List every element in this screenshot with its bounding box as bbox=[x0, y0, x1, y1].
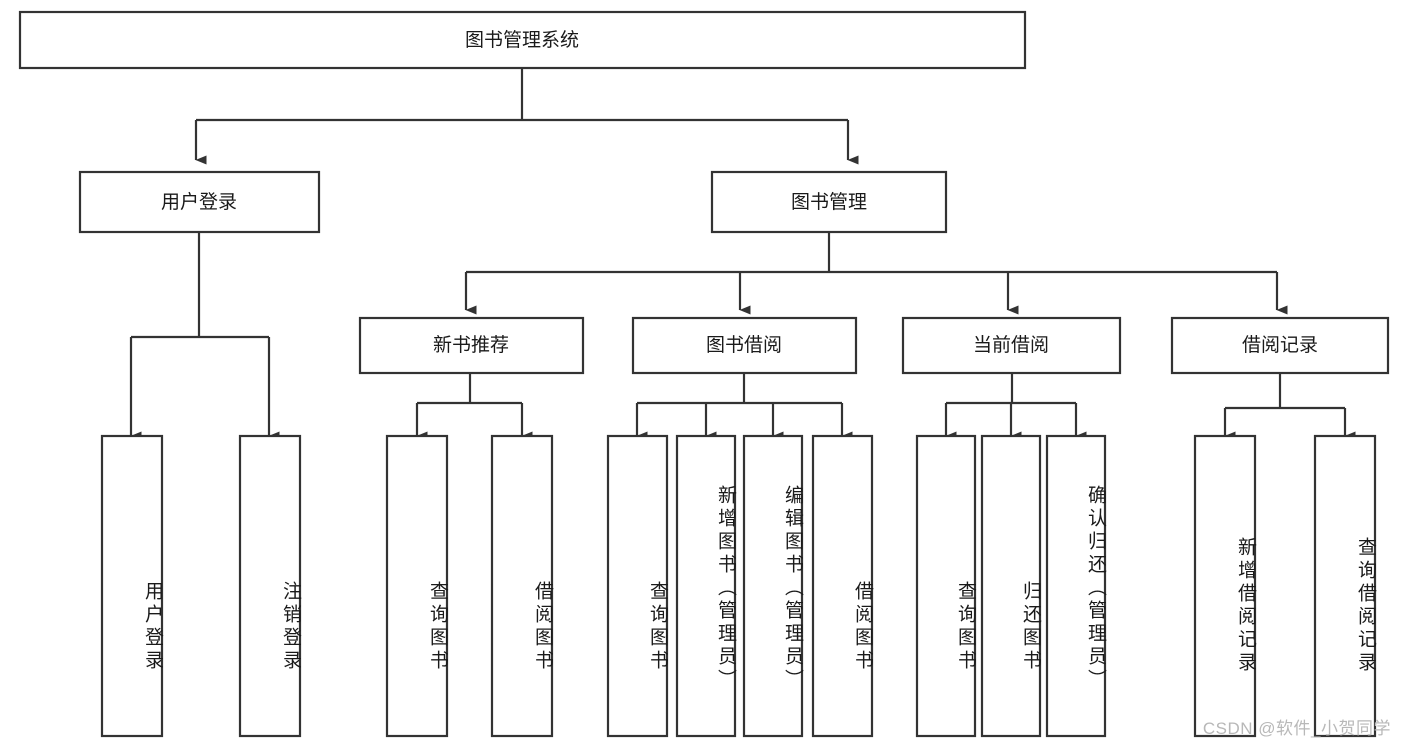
csdn-watermark: CSDN @软件_小贺同学 bbox=[1202, 719, 1391, 738]
leaf-box-confirm-return-admin[interactable] bbox=[1045, 434, 1107, 738]
leaf-box-query-book-2[interactable] bbox=[606, 434, 669, 738]
connector-current-borrow-to-leaves bbox=[944, 373, 1087, 441]
node-book-borrow[interactable]: 图书借阅 bbox=[631, 316, 858, 375]
leaf-book-borrow-group bbox=[606, 434, 874, 738]
node-root-system[interactable]: 图书管理系统 bbox=[18, 10, 1027, 70]
leaf-box-borrow-book-1[interactable] bbox=[490, 434, 554, 738]
leaf-current-borrow-group bbox=[915, 434, 1107, 738]
node-borrow-record-label: 借阅记录 bbox=[1242, 334, 1318, 356]
node-current-borrow-label: 当前借阅 bbox=[973, 334, 1049, 356]
leaf-new-book-group bbox=[385, 434, 554, 738]
node-new-book-recommend-label: 新书推荐 bbox=[433, 334, 509, 356]
leaf-box-query-book-3[interactable] bbox=[915, 434, 977, 738]
node-user-login-label: 用户登录 bbox=[161, 191, 237, 213]
node-new-book-recommend[interactable]: 新书推荐 bbox=[358, 316, 585, 375]
leaf-box-add-borrow-record[interactable] bbox=[1193, 434, 1257, 738]
leaf-box-edit-book-admin[interactable] bbox=[742, 434, 804, 738]
leaf-user-login-group bbox=[100, 434, 302, 738]
node-current-borrow[interactable]: 当前借阅 bbox=[901, 316, 1122, 375]
node-book-management-label: 图书管理 bbox=[791, 191, 867, 213]
leaf-box-query-book-1[interactable] bbox=[385, 434, 449, 738]
leaf-borrow-record-group bbox=[1193, 434, 1377, 738]
node-user-login[interactable]: 用户登录 bbox=[78, 170, 321, 234]
leaf-box-add-book-admin[interactable] bbox=[675, 434, 737, 738]
connector-borrow-record-to-leaves bbox=[1223, 373, 1356, 441]
connector-book-management-to-level3 bbox=[464, 232, 1288, 315]
node-book-borrow-label: 图书借阅 bbox=[706, 334, 782, 356]
leaf-box-return-book[interactable] bbox=[980, 434, 1042, 738]
connector-book-borrow-to-leaves bbox=[635, 373, 853, 441]
leaf-box-logout[interactable] bbox=[238, 434, 302, 738]
connector-user-login-to-leaves bbox=[129, 232, 280, 441]
leaf-box-borrow-book-2[interactable] bbox=[811, 434, 874, 738]
node-borrow-record[interactable]: 借阅记录 bbox=[1170, 316, 1390, 375]
node-root-system-label: 图书管理系统 bbox=[465, 29, 579, 51]
leaf-box-user-login[interactable] bbox=[100, 434, 164, 738]
connector-new-book-to-leaves bbox=[415, 373, 533, 441]
node-book-management[interactable]: 图书管理 bbox=[710, 170, 948, 234]
connector-root-to-level2 bbox=[194, 68, 859, 165]
leaf-box-query-borrow-record[interactable] bbox=[1313, 434, 1377, 738]
